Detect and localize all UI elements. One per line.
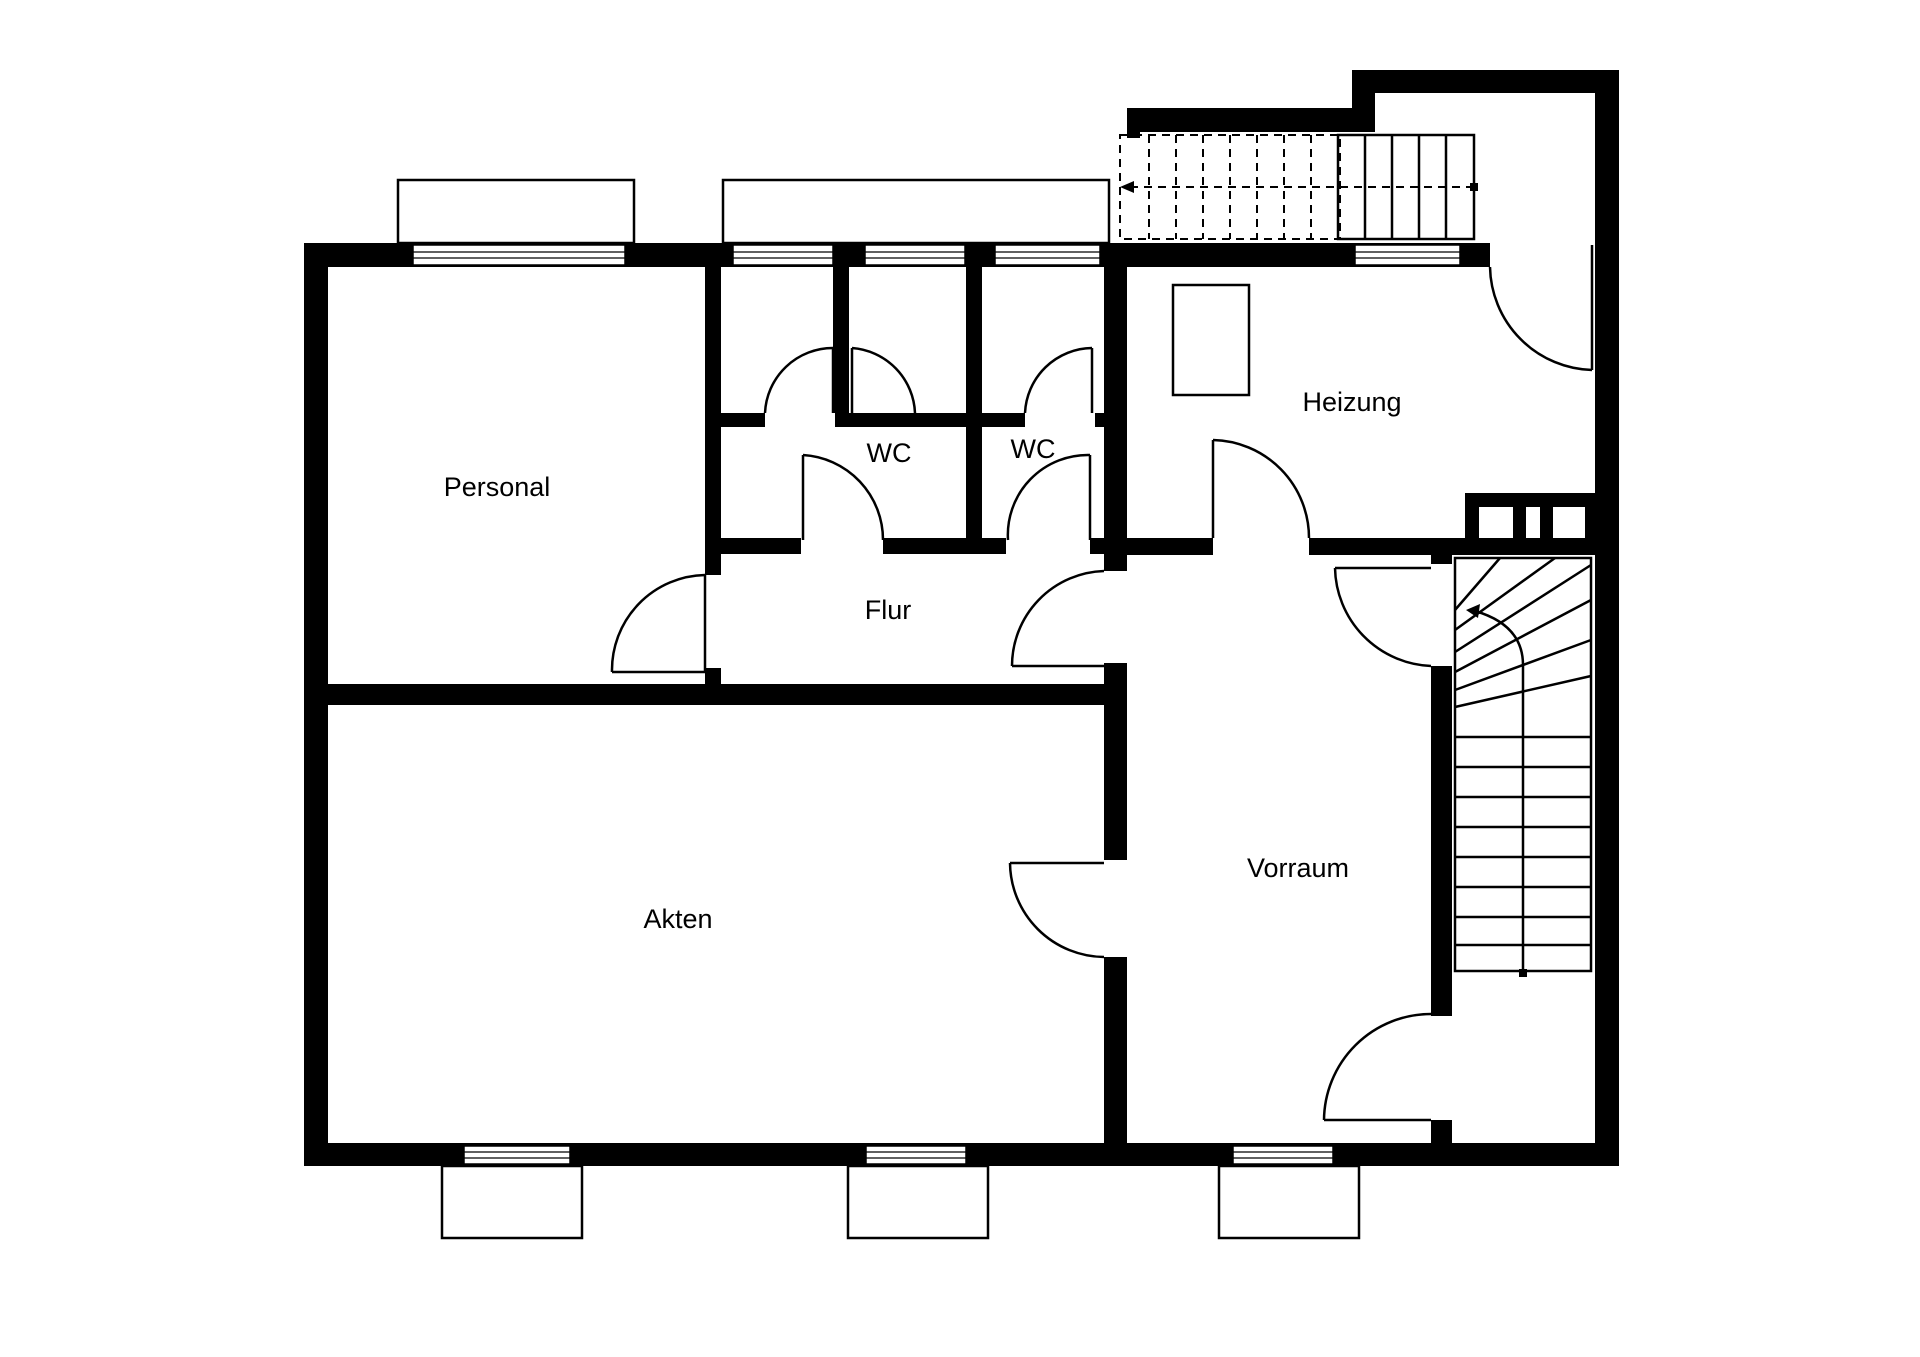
room-label-wc-left: WC: [867, 438, 912, 468]
room-label-personal: Personal: [444, 472, 551, 502]
outer-walls: [304, 70, 1619, 1166]
stair-direction-icon: [1466, 604, 1480, 618]
stairs-lower: [1453, 556, 1593, 977]
doors: [610, 245, 1594, 1122]
stair-arrow-icon: [1120, 181, 1134, 193]
room-label-flur: Flur: [865, 595, 912, 625]
room-labels: Personal WC WC Heizung Flur Akten Vorrau…: [444, 387, 1402, 934]
boiler-unit: [1171, 283, 1251, 397]
stairs-upper: [1119, 133, 1478, 241]
room-label-vorraum: Vorraum: [1247, 853, 1349, 883]
windows-north: [396, 178, 1461, 266]
interior-walls: [304, 243, 1615, 1150]
room-label-akten: Akten: [643, 904, 712, 934]
windows-south: [440, 1145, 1361, 1240]
room-label-heizung: Heizung: [1302, 387, 1401, 417]
room-label-wc-right: WC: [1011, 434, 1056, 464]
